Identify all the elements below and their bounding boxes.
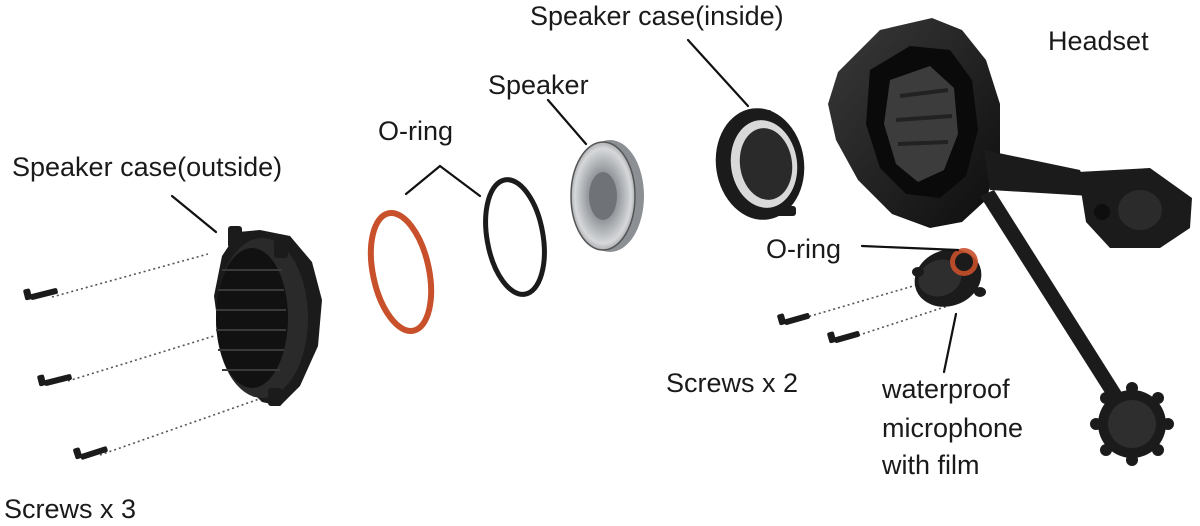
o-ring-orange: [361, 207, 441, 336]
label-mic-line1: waterproof: [881, 374, 1010, 404]
label-speaker: Speaker: [488, 70, 589, 100]
label-headset: Headset: [1048, 26, 1149, 56]
boom-microphone: [1090, 382, 1174, 466]
speaker-case-outside: [214, 226, 322, 406]
label-speaker-case-inside: Speaker case(inside): [530, 1, 784, 31]
label-screws-x2: Screws x 2: [666, 368, 798, 398]
screw: [37, 374, 72, 387]
screw: [827, 331, 861, 344]
label-o-ring-right: O-ring: [766, 234, 841, 264]
label-mic-line2: microphone: [882, 413, 1023, 443]
o-ring-black: [477, 175, 552, 299]
label-speaker-case-outside: Speaker case(outside): [12, 152, 282, 182]
label-o-ring-left: O-ring: [378, 116, 453, 146]
screw: [777, 313, 811, 326]
screws-x2: [777, 313, 861, 344]
label-mic-line3: with film: [881, 450, 980, 480]
label-screws-x3: Screws x 3: [4, 494, 136, 524]
screw: [23, 288, 58, 301]
screw: [73, 446, 109, 460]
speaker-case-inside: [709, 102, 812, 225]
speaker: [571, 140, 644, 252]
